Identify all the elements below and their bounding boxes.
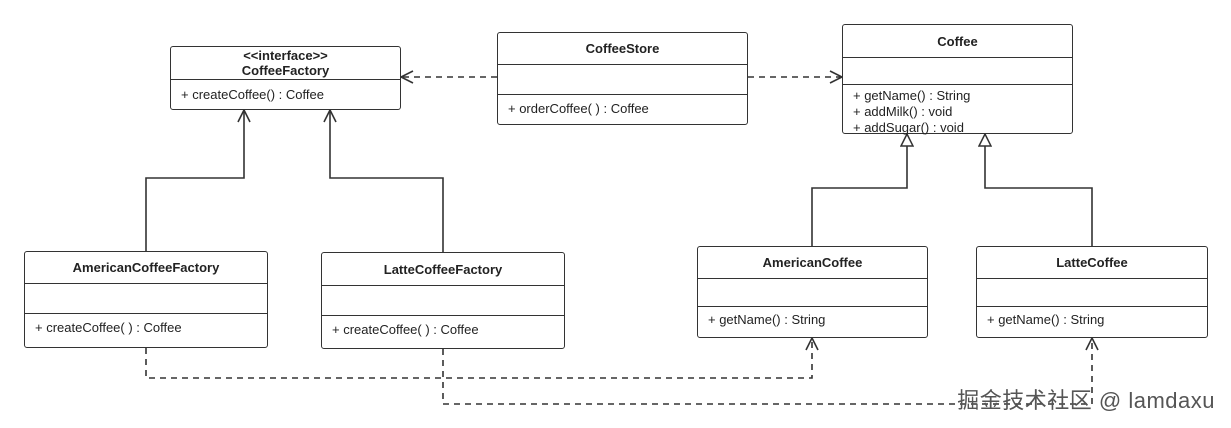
attributes-section [698,279,927,307]
operations: + getName() : String [977,307,1207,328]
dependency-lattefactory-to-lattecoffee [442,338,1092,405]
realization-lattefactory [330,110,444,252]
class-name: CoffeeStore [498,33,747,65]
attributes-section [498,65,747,95]
operation: + createCoffee() : Coffee [181,87,324,102]
interface-name: CoffeeFactory [241,63,330,78]
coffee-store-class[interactable]: CoffeeStore + orderCoffee( ) : Coffee [497,32,748,125]
coffee-factory-interface[interactable]: <<interface>> CoffeeFactory + createCoff… [170,46,401,110]
operations: + orderCoffee( ) : Coffee [498,95,747,117]
class-name: LatteCoffeeFactory [322,253,564,286]
operations: + createCoffee() : Coffee [171,80,400,103]
realization-americanfactory [145,110,244,251]
operation: + orderCoffee( ) : Coffee [508,101,649,116]
class-name: LatteCoffee [977,247,1207,279]
operation: + getName() : String [987,312,1105,327]
latte-coffee-class[interactable]: LatteCoffee + getName() : String [976,246,1208,338]
latte-coffee-factory-class[interactable]: LatteCoffeeFactory + createCoffee( ) : C… [321,252,565,349]
dependency-americanfactory-to-americancoffee [145,338,812,379]
class-name: AmericanCoffeeFactory [25,252,267,284]
generalization-americancoffee [811,134,907,246]
attributes-section [322,286,564,316]
operations: + createCoffee( ) : Coffee [322,316,564,338]
operation: + getName() : String [853,88,971,103]
operation: + addMilk() : void [853,104,953,119]
operations: + getName() : String + addMilk() : void … [843,85,1072,136]
operation: + addSugar() : void [853,120,964,135]
watermark-text: 掘金技术社区 @ lamdaxu [957,388,1215,413]
class-name: <<interface>> CoffeeFactory [171,47,400,80]
operations: + getName() : String [698,307,927,328]
attributes-section [843,58,1072,85]
operation: + getName() : String [708,312,826,327]
operations: + createCoffee( ) : Coffee [25,314,267,336]
american-coffee-class[interactable]: AmericanCoffee + getName() : String [697,246,928,338]
attributes-section [25,284,267,314]
class-name: Coffee [843,25,1072,58]
american-coffee-factory-class[interactable]: AmericanCoffeeFactory + createCoffee( ) … [24,251,268,348]
operation: + createCoffee( ) : Coffee [332,322,479,337]
attributes-section [977,279,1207,307]
operation: + createCoffee( ) : Coffee [35,320,182,335]
coffee-class[interactable]: Coffee + getName() : String + addMilk() … [842,24,1073,136]
generalization-lattecoffee [985,134,1093,246]
stereotype-label: <<interface>> [243,48,328,63]
class-name: AmericanCoffee [698,247,927,279]
